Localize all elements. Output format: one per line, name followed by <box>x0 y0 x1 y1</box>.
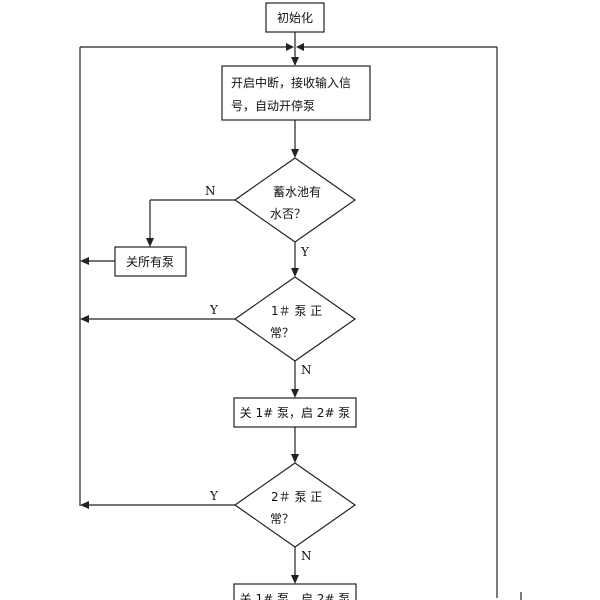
arrow-init-to-interrupt <box>291 57 299 66</box>
arrow-reservoir-yes <box>291 268 299 277</box>
open-interrupt-label-1: 开启中断，接收输入信 <box>231 75 351 90</box>
pump2-question-2: 常？ <box>270 512 294 526</box>
switch-pump-box <box>233 397 357 428</box>
arrow-pump2-yes <box>80 501 89 509</box>
close-all-label: 关所有泵 <box>126 255 174 269</box>
pump1-yes-label: Y <box>209 303 219 317</box>
arrow-close-all-to-left <box>80 257 89 265</box>
arrow-reservoir-no <box>146 238 154 247</box>
close-all-box <box>114 246 187 277</box>
reservoir-question-1: 蓄水池有 <box>273 185 321 199</box>
init-label: 初始化 <box>277 11 313 25</box>
pump1-question-1: 1＃ 泵 正 <box>271 304 322 318</box>
arrow-pump1-yes <box>80 315 89 323</box>
arrow-loop-top-left <box>286 43 294 51</box>
reservoir-decision <box>233 157 357 243</box>
pump1-question-2: 常？ <box>270 326 294 340</box>
switch-pump-label: 关 1# 泵，启 2# 泵 <box>240 406 351 420</box>
arrow-loop-top-right <box>296 43 304 51</box>
open-interrupt-box <box>221 65 371 121</box>
reservoir-yes-label: Y <box>300 245 310 259</box>
pump2-yes-label: Y <box>209 489 219 503</box>
arrow-switch-to-pump2 <box>291 454 299 463</box>
reservoir-question-2: 水否？ <box>270 207 306 221</box>
pump2-no-label: N <box>301 549 312 563</box>
bottom-partial-box <box>233 583 357 600</box>
open-interrupt-label-2: 号，自动开停泵 <box>231 98 315 113</box>
init-box <box>265 2 325 33</box>
pump2-question-1: 2＃ 泵 正 <box>271 490 322 504</box>
bottom-partial-label: 关 1# 泵，启 2# 泵 <box>240 592 351 600</box>
arrow-pump2-no <box>291 575 299 584</box>
pump2-decision <box>233 462 357 548</box>
pump1-decision <box>233 276 357 362</box>
arrow-interrupt-to-reservoir <box>291 149 299 158</box>
reservoir-no-label: N <box>205 184 216 198</box>
arrow-pump1-no <box>291 389 299 398</box>
pump1-no-label: N <box>301 363 312 377</box>
